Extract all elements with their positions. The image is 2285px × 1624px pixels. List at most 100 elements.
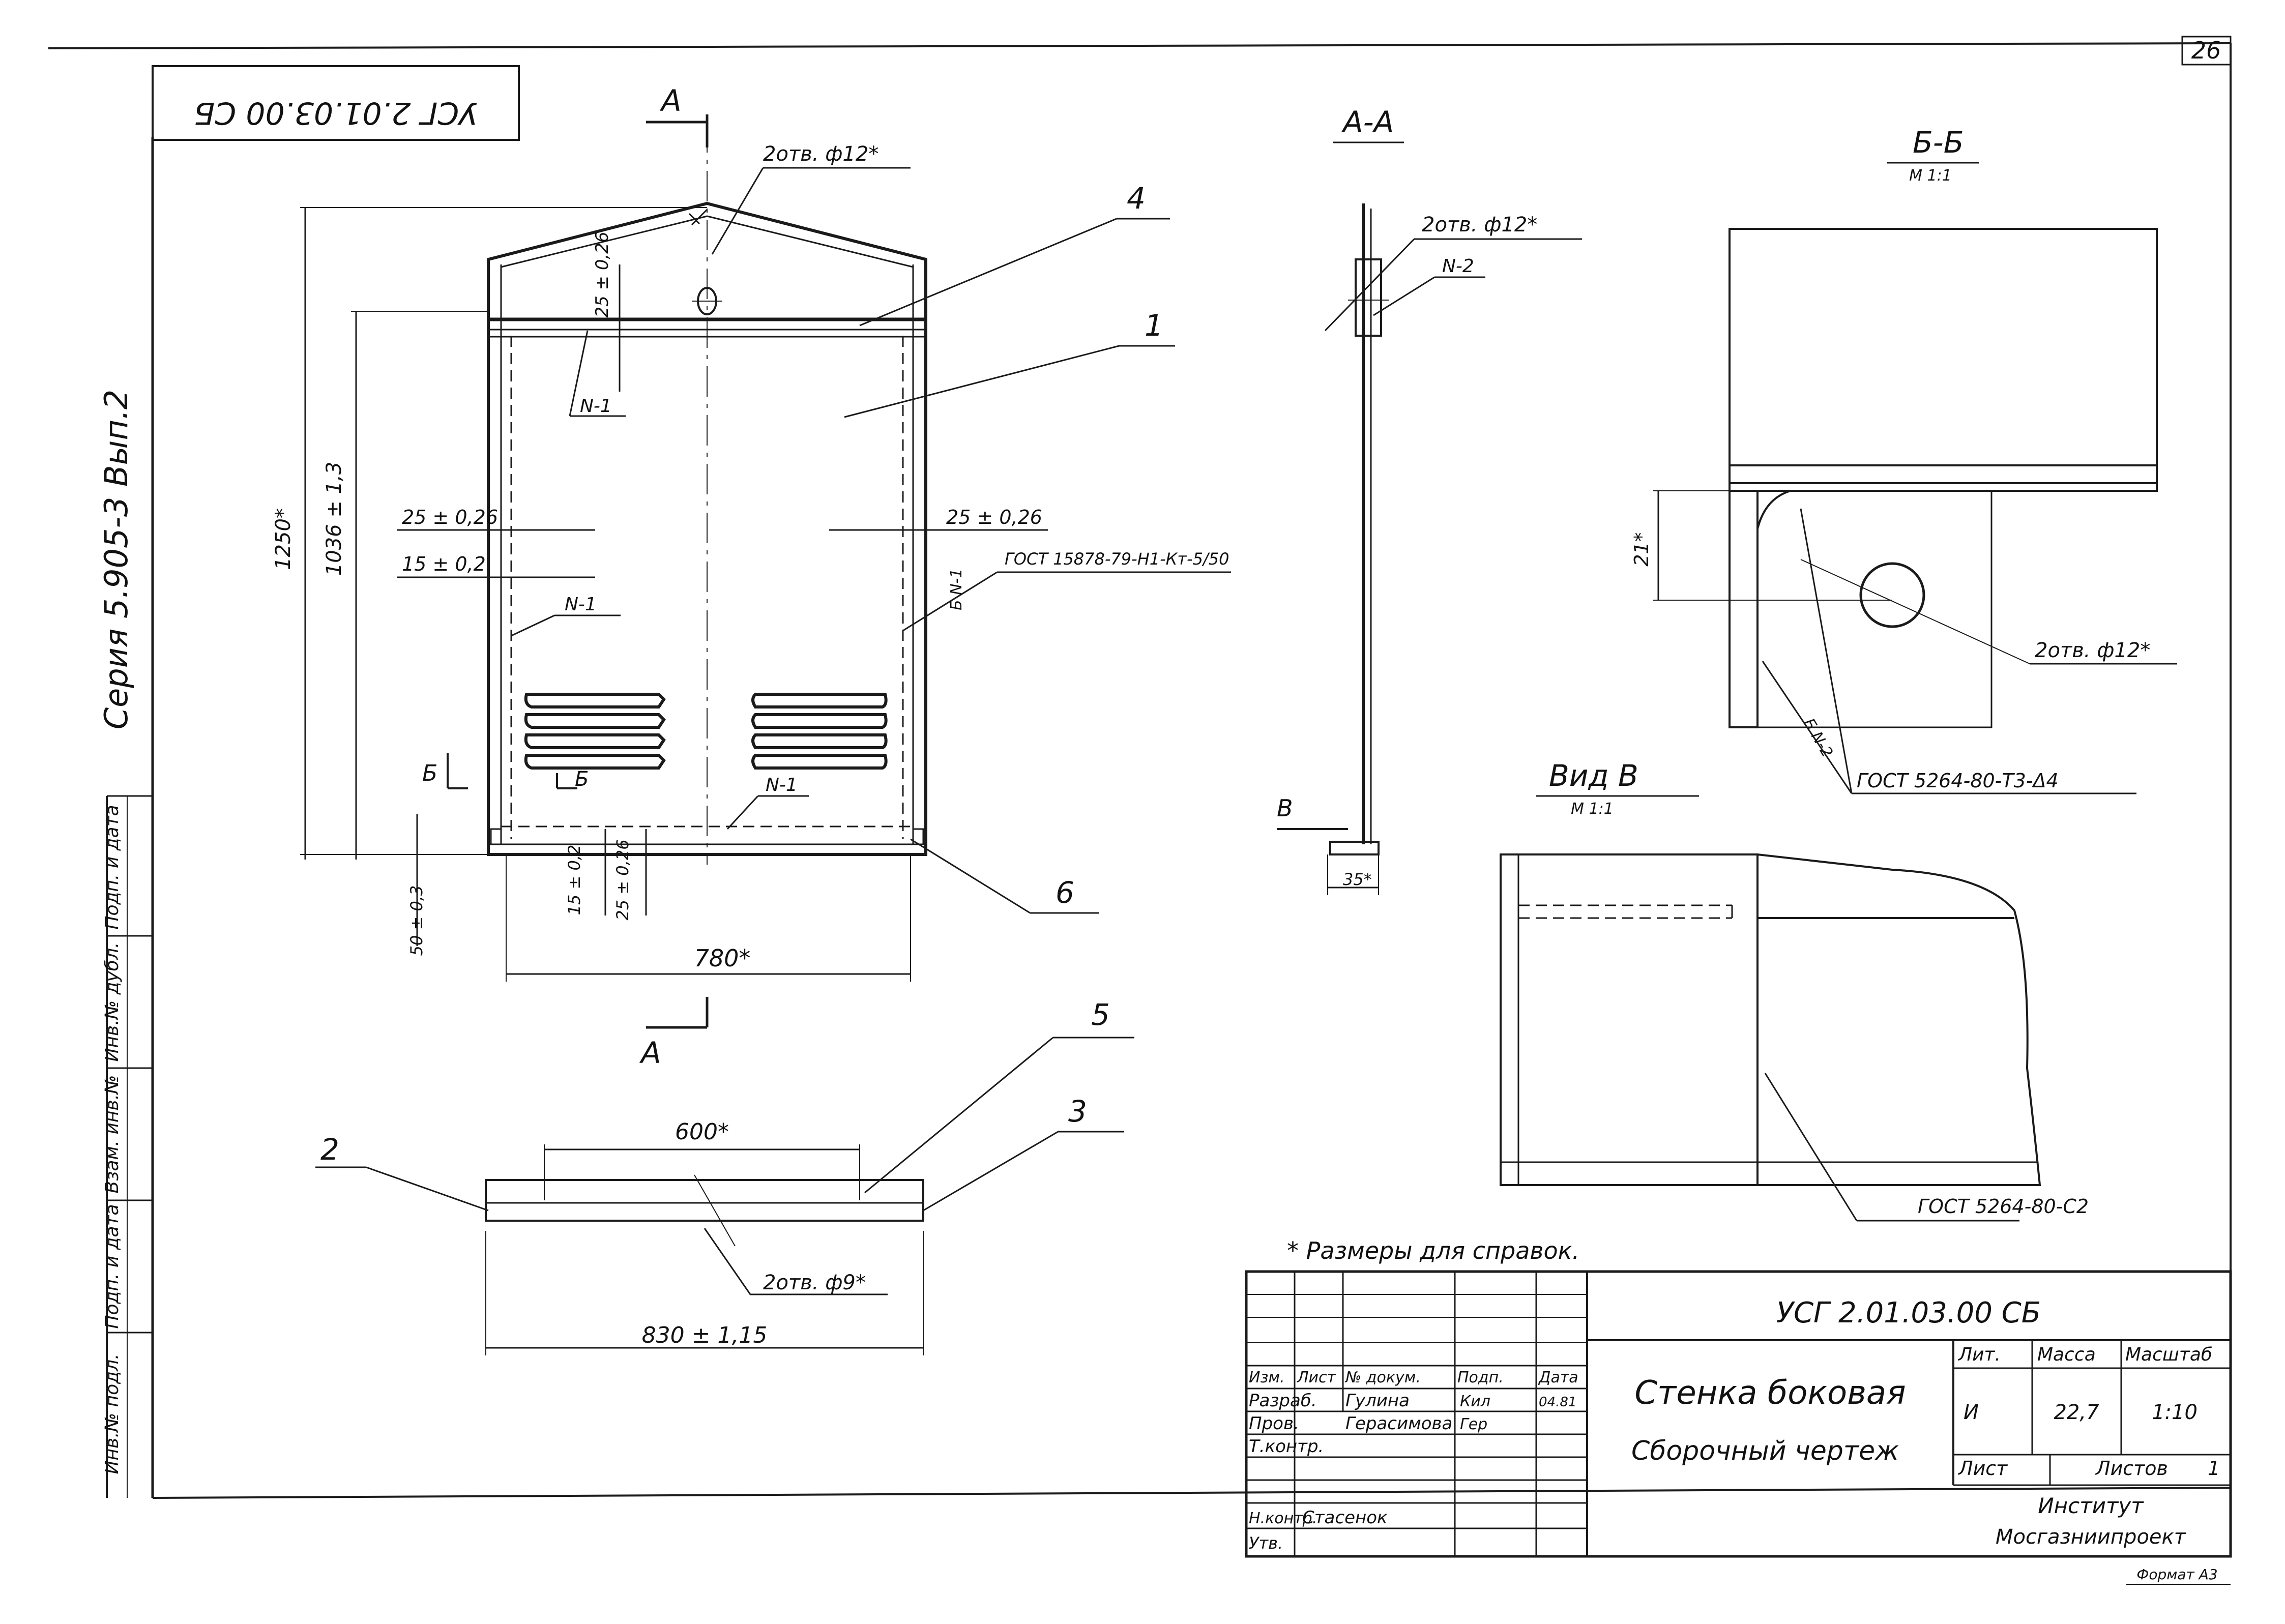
- strip-label-5: Инв.№ подл.: [102, 1354, 123, 1474]
- bottom-dim-830-label: 830 ± 1,15: [642, 1322, 768, 1348]
- callout-4-leader: [859, 218, 1117, 327]
- tb-row2-sign: Гер: [1460, 1415, 1487, 1433]
- section-a-top-label: А: [659, 83, 682, 118]
- section-a-markers: [646, 114, 709, 1029]
- callout-6-label: 6: [1056, 875, 1074, 910]
- section-bb-profile: [1729, 228, 2158, 728]
- section-b-left-label: Б: [422, 760, 437, 786]
- tb-header-doc: № докум.: [1344, 1369, 1421, 1386]
- weld-n1-top-label: N-1: [580, 396, 612, 417]
- view-v-title: Вид В: [1549, 758, 1638, 793]
- series-label: Серия 5.905-3 Вып.2: [98, 390, 135, 729]
- tb-row2-name: Герасимова: [1345, 1413, 1452, 1434]
- weld-n1-top-leader: [569, 330, 589, 417]
- tb-doc-number: УСГ 2.01.03.00 СБ: [1776, 1296, 2041, 1330]
- callout-2-label: 2: [320, 1132, 339, 1167]
- tb-lit-header: Лит.: [1957, 1344, 2001, 1365]
- bb-weld-label: Б N-2: [1800, 716, 1836, 761]
- tb-row2-role: Пров.: [1249, 1413, 1299, 1434]
- reference-note: * Размеры для справок.: [1287, 1237, 1579, 1264]
- aa-dim-35-label: 35*: [1343, 870, 1372, 889]
- weld-n1-bottom-label: N-1: [766, 775, 798, 795]
- gost-15878-label: ГОСТ 15878-79-Н1-Кт-5/50: [1005, 549, 1229, 569]
- weld-right-label: Б N-1: [948, 569, 965, 610]
- louvers-left: [524, 693, 666, 770]
- tb-row6-role: Утв.: [1249, 1533, 1283, 1553]
- dim-25-bottom-label: 25 ± 0,26: [613, 839, 632, 920]
- strip-label-3: Взам. инв.№: [102, 1075, 123, 1194]
- view-v-gost-label: ГОСТ 5264-80-С2: [1918, 1195, 2089, 1218]
- callout-5-label: 5: [1091, 997, 1110, 1032]
- callout-4-label: 4: [1127, 181, 1146, 216]
- dim-25-top-label: 25 ± 0,26: [592, 231, 612, 317]
- title-block-grid: [1245, 1270, 2232, 1558]
- aa-hole-leader: [1324, 238, 1415, 332]
- callout-2-leader: [366, 1166, 489, 1212]
- tb-sheets-label: Листов: [2095, 1457, 2168, 1480]
- weld-n1-left-leader: [511, 614, 555, 637]
- tb-sheet-label: Лист: [1957, 1457, 2008, 1480]
- dim-25-right-label: 25 ± 0,26: [946, 506, 1042, 528]
- left-strip: [107, 795, 153, 1498]
- weld-right-leader: [902, 571, 998, 632]
- section-bb-title: Б-Б: [1913, 125, 1964, 160]
- bb-gost-label: ГОСТ 5264-80-Т3-Δ4: [1857, 770, 2059, 792]
- section-b-right-label: Б: [575, 767, 589, 791]
- tb-row5-name: Стасенок: [1302, 1508, 1388, 1528]
- aa-weld-label: N-2: [1442, 256, 1474, 277]
- callout-6-leader: [910, 838, 1031, 914]
- callout-1-leader: [844, 345, 1120, 418]
- view-v-detail: [1500, 853, 2041, 1222]
- aa-weld-leader: [1373, 276, 1435, 316]
- rotated-designation: УСГ 2.01.03.00 СБ: [194, 95, 478, 131]
- tb-sheets-value: 1: [2208, 1457, 2220, 1480]
- louvers-right: [751, 693, 888, 770]
- section-bb-scale: М 1:1: [1909, 167, 1952, 185]
- weld-n1-bottom-leader: [726, 795, 759, 830]
- dim-overall-height: [300, 207, 707, 860]
- bb-hole-label: 2отв. ф12*: [2035, 639, 2150, 662]
- tb-row1-name: Гулина: [1345, 1391, 1410, 1411]
- tb-format-label: Формат А3: [2136, 1566, 2217, 1583]
- bottom-hole-leader: [704, 1228, 751, 1295]
- section-aa-title: А-А: [1341, 105, 1394, 139]
- strip-label-1: Подп. и дата: [102, 805, 123, 929]
- dim-50-label: 50 ± 0,3: [407, 885, 426, 956]
- dim-1036-label: 1036 ± 1,3: [323, 462, 346, 576]
- strip-label-4: Подп. и дата: [102, 1204, 123, 1328]
- page-number: 26: [2191, 37, 2221, 64]
- aa-hole-label: 2отв. ф12*: [1422, 213, 1537, 237]
- tb-header-sign: Подп.: [1457, 1369, 1504, 1386]
- tb-lit-value: И: [1964, 1401, 1979, 1424]
- dim-25-left-label: 25 ± 0,26: [402, 506, 498, 528]
- tb-scale-header: Масштаб: [2125, 1344, 2212, 1365]
- bottom-hole-label: 2отв. ф9*: [763, 1271, 866, 1294]
- main-hole-leader: [711, 167, 911, 255]
- tb-title: Стенка боковая: [1634, 1374, 1906, 1412]
- tb-row1-role: Разраб.: [1249, 1391, 1317, 1411]
- section-aa-profile: [1327, 203, 1389, 895]
- weld-n1-left-label: N-1: [565, 594, 597, 615]
- bottom-dim-600-label: 600*: [675, 1119, 729, 1145]
- sheet-frame: [48, 36, 2232, 1556]
- tb-header-list: Лист: [1297, 1369, 1337, 1386]
- bottom-view-profile: [485, 1144, 924, 1355]
- main-view-panel: [487, 122, 927, 865]
- callout-5-leader: [864, 1037, 1053, 1194]
- tb-org-line1: Институт: [2038, 1493, 2144, 1518]
- tb-row1-sign: Кил: [1460, 1393, 1490, 1410]
- strip-label-2: Инв.№ дубл.: [102, 942, 123, 1062]
- main-hole-label: 2отв. ф12*: [763, 142, 878, 166]
- tb-row3-role: Т.контр.: [1249, 1436, 1324, 1457]
- callout-3-label: 3: [1068, 1094, 1087, 1129]
- tb-mass-header: Масса: [2037, 1344, 2096, 1365]
- tb-subtitle: Сборочный чертеж: [1631, 1436, 1899, 1466]
- dim-1250-label: 1250*: [272, 508, 295, 570]
- dim-780-label: 780*: [694, 944, 751, 972]
- callout-3-leader: [923, 1131, 1059, 1212]
- dim-height: [351, 311, 488, 860]
- view-v-marker: В: [1277, 794, 1293, 822]
- section-a-bottom-label: А: [639, 1036, 661, 1070]
